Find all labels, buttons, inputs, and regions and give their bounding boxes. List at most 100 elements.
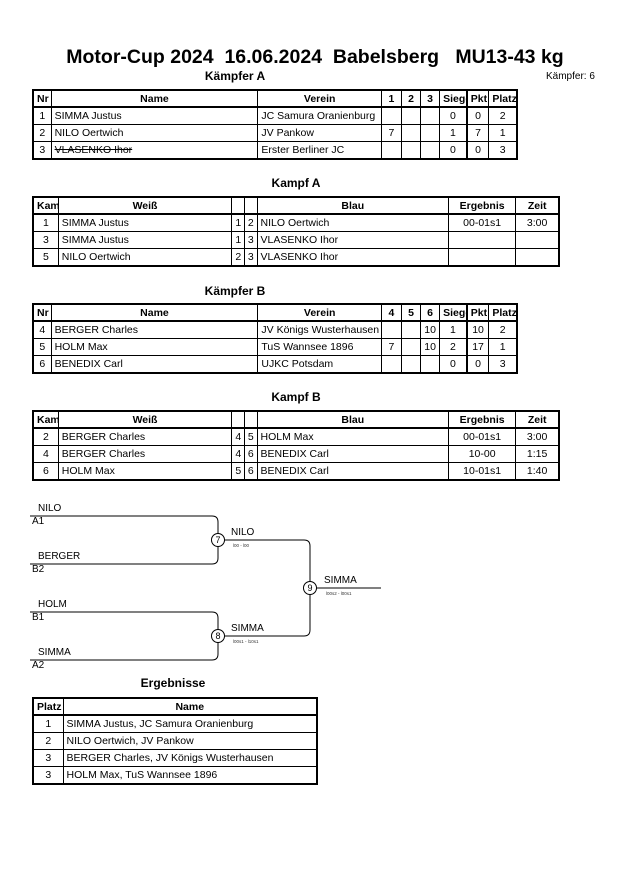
col-name: Name	[62, 697, 318, 716]
col-name: Name	[50, 89, 259, 108]
col-s3: 3	[420, 89, 441, 108]
cell-result: 10-00	[447, 445, 517, 463]
cell-blue: VLASENKO Ihor	[256, 231, 449, 249]
table-row: 1 SIMMA Justus 1 2 NILO Oertwich 00-01s1…	[32, 213, 560, 232]
cell-nr: 6	[32, 355, 52, 374]
cell-nr: 2	[32, 124, 52, 142]
col-name: Name	[50, 303, 259, 322]
cell-name: NILO Oertwich	[50, 124, 259, 142]
bracket-final-score: l00s2 - l00s1	[326, 591, 352, 596]
cell-name: HOLM Max	[50, 338, 259, 356]
col-place: Platz	[488, 89, 518, 108]
bracket-b2-name: BERGER	[38, 551, 81, 562]
col-white: Weiß	[57, 196, 233, 215]
table-row: 6 BENEDIX Carl UJKC Potsdam 0 0 3	[32, 355, 518, 374]
bracket-final-winner: SIMMA	[324, 575, 357, 586]
pool-a-table: Nr Name Verein 1 2 3 Siege Pkt Platz 1 S…	[32, 89, 518, 160]
cell-name: NILO Oertwich, JV Pankow	[62, 732, 318, 750]
cell-name: BERGER Charles, JV Königs Wusterhausen	[62, 749, 318, 767]
col-fight: Kampf	[32, 196, 59, 215]
pool-a-header-row: Nr Name Verein 1 2 3 Siege Pkt Platz	[32, 89, 518, 108]
table-row: 2 BERGER Charles 4 5 HOLM Max 00-01s1 3:…	[32, 427, 560, 446]
bracket-a2-seed: A2	[32, 660, 45, 671]
table-row: 5 NILO Oertwich 2 3 VLASENKO Ihor	[32, 248, 560, 267]
cell-white: SIMMA Justus	[57, 231, 233, 249]
cell-place: 3	[488, 355, 518, 374]
fights-a-table: Kampf Weiß Blau Ergebnis Zeit 1 SIMMA Ju…	[32, 196, 560, 267]
bracket-b1-name: HOLM	[38, 599, 67, 610]
col-time: Zeit	[515, 410, 560, 429]
fights-a-header-row: Kampf Weiß Blau Ergebnis Zeit	[32, 196, 560, 215]
table-row: 5 HOLM Max TuS Wannsee 1896 7 10 2 17 1	[32, 338, 518, 356]
bracket-semi1-winner: NILO	[231, 527, 255, 538]
cell-place: 3	[32, 749, 64, 767]
bracket-a2-name: SIMMA	[38, 647, 71, 658]
table-row: 3 HOLM Max, TuS Wannsee 1896	[32, 766, 318, 785]
col-pts: Pkt	[465, 303, 490, 322]
cell-club: Erster Berliner JC	[257, 141, 382, 160]
cell-result: 10-01s1	[447, 462, 517, 481]
bracket-semi2-score: l00s1 - l10s1	[233, 639, 259, 644]
table-row: 3 VLASENKO Ihor Erster Berliner JC 0 0 3	[32, 141, 518, 160]
cell-nr: 5	[32, 338, 52, 356]
table-row: 4 BERGER Charles 4 6 BENEDIX Carl 10-00 …	[32, 445, 560, 463]
cell-fight: 1	[32, 213, 59, 232]
bracket-fight-9-marker: 9	[303, 581, 317, 595]
cell-s3	[420, 141, 441, 160]
cell-wins: 2	[439, 338, 468, 356]
cell-time	[515, 231, 560, 249]
col-wins: Siege	[439, 303, 468, 322]
cell-place: 3	[488, 141, 518, 160]
bracket-b2-seed: B2	[32, 564, 45, 575]
cell-fight: 6	[32, 462, 59, 481]
bracket-fight-7-marker: 7	[211, 533, 225, 547]
bracket-semi2-winner: SIMMA	[231, 623, 264, 634]
results-heading: Ergebnisse	[140, 676, 206, 690]
table-row: 1 SIMMA Justus JC Samura Oranienburg 0 0…	[32, 106, 518, 125]
bracket-semi1-score: l00 - l00	[233, 543, 250, 548]
cell-fight: 5	[32, 248, 59, 267]
pool-b-table: Nr Name Verein 4 5 6 Siege Pkt Platz 4 B…	[32, 303, 518, 374]
col-fight: Kampf	[32, 410, 59, 429]
col-nr: Nr	[32, 89, 52, 108]
pool-a-heading: Kämpfer A	[204, 69, 266, 83]
table-row: 4 BERGER Charles JV Königs Wusterhausen …	[32, 320, 518, 339]
col-blue: Blau	[256, 196, 449, 215]
pool-b-header-row: Nr Name Verein 4 5 6 Siege Pkt Platz	[32, 303, 518, 322]
col-s3: 6	[420, 303, 441, 322]
col-result: Ergebnis	[447, 196, 517, 215]
pool-b-heading: Kämpfer B	[204, 284, 266, 298]
col-s2: 5	[400, 303, 422, 322]
table-row: 3 SIMMA Justus 1 3 VLASENKO Ihor	[32, 231, 560, 249]
bracket-b1-seed: B1	[32, 612, 45, 623]
bracket-a1-seed: A1	[32, 516, 45, 527]
results-table: Platz Name 1 SIMMA Justus, JC Samura Ora…	[32, 697, 318, 785]
bracket-a1-name: NILO	[38, 503, 62, 514]
table-row: 3 BERGER Charles, JV Königs Wusterhausen	[32, 749, 318, 767]
cell-white: BERGER Charles	[57, 445, 233, 463]
fighter-count: Kämpfer: 6	[546, 71, 595, 82]
cell-blue: NILO Oertwich	[256, 213, 449, 232]
cell-place: 2	[32, 732, 64, 750]
cell-time: 1:15	[515, 445, 560, 463]
col-time: Zeit	[515, 196, 560, 215]
page-title: Motor-Cup 2024 16.06.2024 Babelsberg MU1…	[66, 46, 564, 68]
table-row: 1 SIMMA Justus, JC Samura Oranienburg	[32, 714, 318, 733]
cell-place: 1	[488, 124, 518, 142]
col-blue: Blau	[256, 410, 449, 429]
cell-s3	[420, 124, 441, 142]
cell-fight: 3	[32, 231, 59, 249]
col-wins: Siege	[439, 89, 468, 108]
cell-place: 2	[488, 320, 518, 339]
cell-name: BERGER Charles	[50, 320, 259, 339]
cell-s3	[420, 355, 441, 374]
cell-name: SIMMA Justus, JC Samura Oranienburg	[62, 714, 318, 733]
col-place: Platz	[488, 303, 518, 322]
fights-b-table: Kampf Weiß Blau Ergebnis Zeit 2 BERGER C…	[32, 410, 560, 481]
fights-b-header-row: Kampf Weiß Blau Ergebnis Zeit	[32, 410, 560, 429]
cell-blue: BENEDIX Carl	[256, 445, 449, 463]
cell-club: TuS Wannsee 1896	[257, 338, 382, 356]
cell-nr: 3	[32, 141, 52, 160]
cell-time: 3:00	[515, 427, 560, 446]
col-s2: 2	[400, 89, 422, 108]
